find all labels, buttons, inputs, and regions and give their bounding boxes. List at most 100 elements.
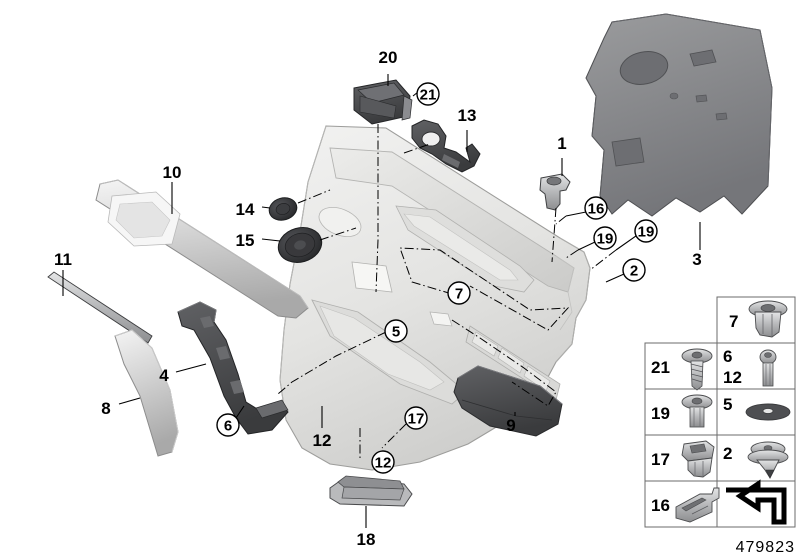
bracket-aperture [421,131,441,147]
legend-cell-21: 21 [651,348,713,391]
callout-16-label: 16 [588,201,605,218]
callout-5-label: 5 [392,324,400,341]
part-3-sound-insulation [585,13,773,217]
leader-5b-dash [451,319,557,407]
callout-1-label: 1 [557,134,566,153]
callout-6-circle: 6 [216,413,240,437]
leader-17-dash [381,423,407,449]
leader-8 [118,397,141,405]
leader-16 [565,211,587,217]
leader-15 [261,238,281,242]
callout-14-label: 14 [236,200,255,219]
leader-20-dash [375,124,379,293]
callout-6-label: 6 [224,418,232,435]
leader-15-dash [319,227,357,241]
callout-16-circle: 16 [584,196,608,220]
legend-cell-7: 7 [729,300,788,338]
callout-10-label: 10 [163,163,182,182]
callout-5-circle: 5 [384,319,408,343]
callout-18-label: 18 [357,530,376,549]
leader-7-dash [399,247,570,331]
legend-label-19: 19 [651,404,670,423]
callout-19a-label: 19 [597,231,614,248]
legend-cell-17: 17 [651,440,715,478]
legend-label-12: 12 [723,368,742,387]
part-15-midrange-speaker [277,227,323,263]
insulation-cutout-large [619,51,669,85]
legend-cell-6-12: 6 12 [723,347,777,387]
square-clip-icon [681,440,715,478]
leader-5-dash [277,331,387,395]
fastener-legend-grid: 7 21 6 12 [644,296,796,528]
callout-21-label: 21 [420,87,437,104]
direction-arrow-icon [726,479,787,525]
part-20-lamp-unit [353,79,413,125]
leader-19a [577,241,596,251]
part-1-grommet [539,173,571,211]
torx-collar-screw-icon [681,394,713,428]
dome-grommet-icon [747,441,789,479]
legend-label-2: 2 [723,444,732,463]
callout-12b-label: 12 [375,455,392,472]
callout-7-circle: 7 [447,281,471,305]
callout-4-label: 4 [159,366,169,385]
leader-14-dash [297,189,331,204]
callout-21-circle: 21 [416,82,440,106]
callout-15-label: 15 [236,231,255,250]
callout-19b-label: 19 [638,224,655,241]
callout-2-circle: 2 [622,258,646,282]
legend-label-16: 16 [651,496,670,515]
callout-19b-circle: 19 [634,219,658,243]
panel-switch-recess [351,261,393,293]
callout-12a-label: 12 [313,431,332,450]
leader-1-dash [551,207,557,263]
part-13-handle-bracket [411,119,481,173]
leader-13-dash [403,143,431,154]
part-10-decorative-trim-strip [95,179,309,319]
panel-speaker-opening [318,206,362,238]
callout-17-label: 17 [408,411,425,428]
part-8-handle-cover [114,329,179,457]
rail-clip-icon [675,487,720,523]
legend-label-6: 6 [723,347,732,366]
leader-6 [235,405,245,419]
part-14-tweeter-speaker [268,197,298,221]
callout-19a-circle: 19 [593,226,617,250]
callout-8-label: 8 [101,399,110,418]
callout-7-label: 7 [455,286,463,303]
torx-bolt-icon [759,349,777,387]
legend-label-21: 21 [651,358,670,377]
callout-2-label: 2 [630,263,638,280]
leader-19a-dash [565,249,579,259]
part-9-armrest-pad [453,365,563,437]
leader-2 [605,273,625,283]
leader-14 [261,206,271,209]
leader-16-dash [555,215,567,225]
leader-19b [615,235,637,251]
callout-layer: 20 13 1 3 10 14 15 11 4 8 12 9 18 21 16 … [54,48,702,549]
legend-cell-direction-arrow [726,479,787,525]
callout-3-label: 3 [692,250,701,269]
part-18-footwell-lamp [329,475,413,507]
part-11-seal-strip [47,271,153,344]
callout-11-label: 11 [54,250,72,269]
callout-17-circle: 17 [404,406,428,430]
legend-cell-5: 5 [723,395,791,421]
leader-4 [175,363,207,373]
legend-label-5: 5 [723,395,732,414]
callout-20-label: 20 [379,48,398,67]
leader-19b-dash [589,249,617,271]
legend-cell-16: 16 [651,487,720,523]
callout-9-label: 9 [506,416,515,435]
legend-label-17: 17 [651,450,670,469]
legend-label-7: 7 [729,312,738,331]
diagram-part-number: 479823 [736,539,795,556]
callout-13-label: 13 [458,106,477,125]
tapping-screw-icon [681,348,713,391]
callout-12b-circle: 12 [371,450,395,474]
legend-cell-19: 19 [651,394,713,428]
expanding-rivet-icon [748,300,788,338]
legend-cell-2: 2 [723,441,789,479]
flat-washer-icon [745,403,791,421]
